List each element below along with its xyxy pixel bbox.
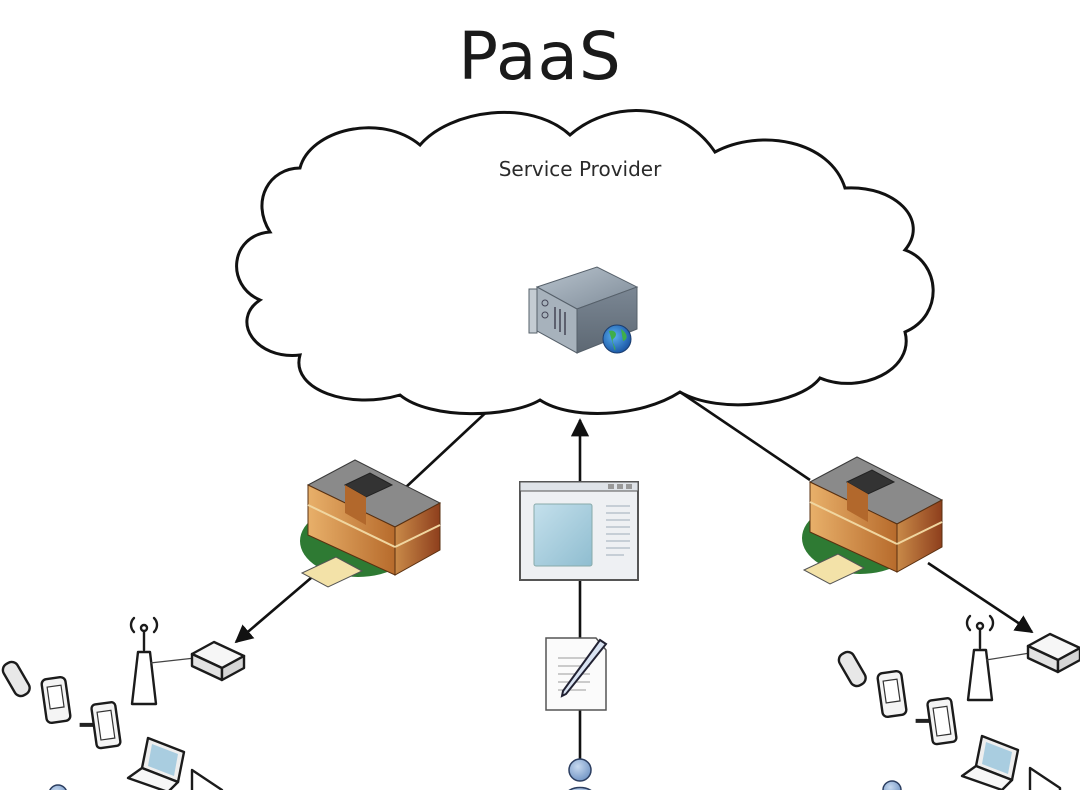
pda-icon: [876, 669, 908, 719]
left-antenna-cable: [149, 657, 196, 664]
service-provider-cloud: [235, 109, 935, 416]
right-modem-icon: [1026, 632, 1080, 674]
left-devices: [1, 660, 224, 790]
left-site-building-icon: [300, 459, 442, 588]
line-left-site-to-cloud: [404, 403, 496, 489]
monitor-icon: [1028, 766, 1062, 790]
web-server-icon: [528, 266, 639, 354]
mobile-phone-icon: [837, 650, 867, 688]
globe-icon: [602, 324, 632, 354]
diagram-title: PaaS: [458, 18, 622, 95]
pda-icon: [40, 675, 72, 725]
pda-stylus-icon: [915, 697, 958, 746]
right-site-building-icon: [802, 456, 944, 585]
developer-user-icon: [568, 758, 592, 790]
right-wireless-antenna-icon: [965, 614, 995, 702]
arrow-right-site-to-modem: [927, 561, 1034, 634]
right-devices: [837, 650, 1062, 790]
cloud-label: Service Provider: [498, 157, 662, 181]
user-icon: [49, 784, 67, 790]
monitor-icon: [190, 768, 224, 790]
arrow-left-site-to-modem: [234, 571, 319, 644]
right-antenna-cable: [985, 652, 1031, 661]
document-pen-icon: [545, 637, 608, 711]
laptop-icon: [126, 736, 186, 790]
connections: [234, 390, 1034, 765]
left-modem-icon: [190, 640, 246, 682]
left-wireless-antenna-icon: [129, 616, 159, 706]
laptop-icon: [960, 734, 1020, 790]
mobile-phone-icon: [1, 660, 31, 698]
application-window-icon: [519, 481, 639, 581]
pda-stylus-icon: [79, 701, 122, 750]
line-right-site-to-cloud: [679, 390, 811, 482]
user-icon: [882, 780, 902, 790]
